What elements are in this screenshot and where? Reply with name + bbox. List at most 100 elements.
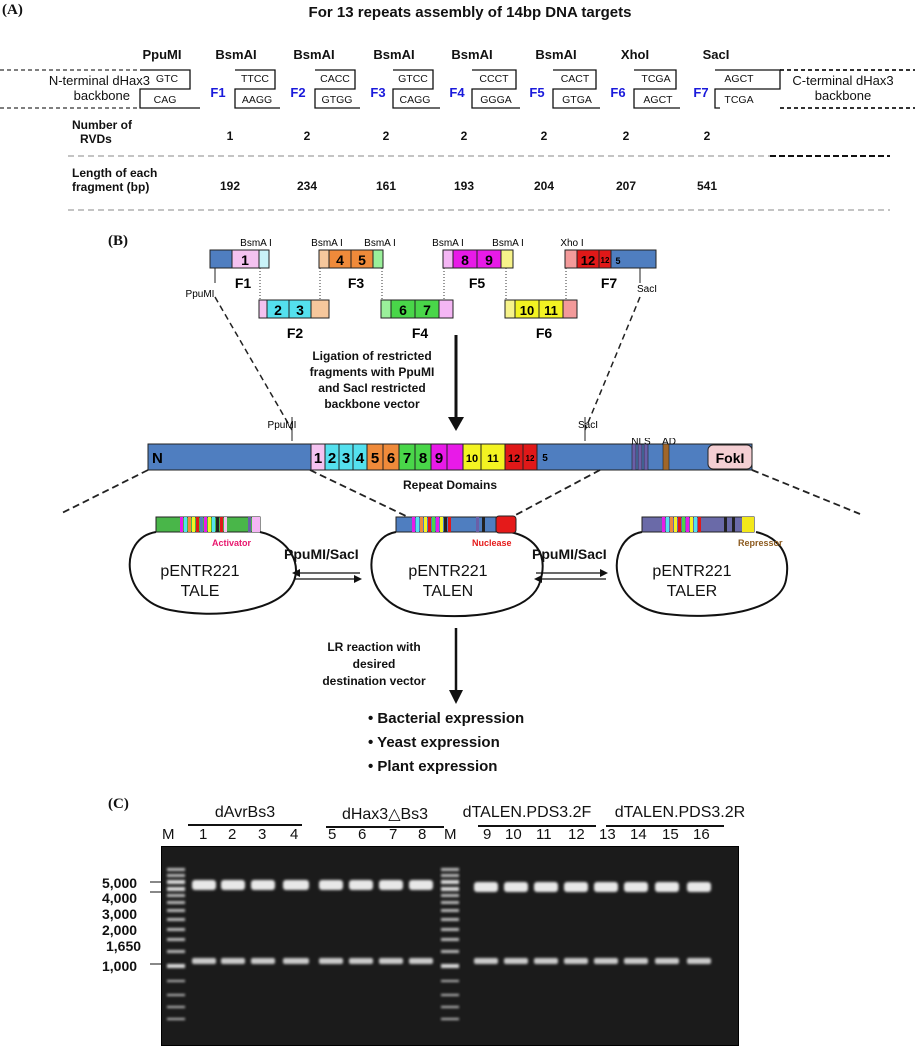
overhang-bottom-2: AAGG [241,94,273,106]
v-repeat-12a: 12 [508,453,520,465]
b-frag-f2: F2 [287,325,304,338]
group-pds32r-text: dTALEN.PDS3.2R [614,804,746,821]
overhang-top-6: CACT [560,73,590,85]
overhang-bottom-3: GTGG [321,94,353,106]
repeat-3-label: 3 [296,302,304,318]
plasmid-tale-line-2: TALE [180,583,220,600]
ad-label: AD [662,438,676,447]
ligation-line-3: and SacI restricted [318,381,426,395]
tag-nuclease: Nuclease [472,538,512,548]
overhang-top-3: CACC [320,73,350,85]
expression-list: • Bacterial expression • Yeast expressio… [368,707,524,779]
v-repeat-9: 9 [435,450,443,467]
b-bsmai-3: BsmA I [364,238,396,249]
lane-12: 12 [568,826,585,843]
panel-b-label: (B) [108,233,128,249]
bullet-bacterial-text: Bacterial expression [377,710,525,727]
ligation-text: Ligation of restricted fragments with Pp… [292,348,452,412]
n-terminal-line-1: N-terminal dHax3 [48,73,150,88]
rvd-value-5: 2 [540,129,548,143]
b-frag-f3: F3 [348,275,365,291]
overhang-top-5: CCCT [479,73,509,85]
site-bsmai-4: BsmAI [451,47,493,62]
plasmids [128,515,789,618]
lane-5: 5 [328,826,337,843]
b-frag-f7: F7 [601,275,618,291]
plasmid-tale-name: pENTR221 TALE [140,562,260,602]
b-frag-f1: F1 [235,275,252,291]
plasmid-taler-line-2: TALER [666,583,718,600]
rvd-value-2: 2 [303,129,311,143]
size-ticks [150,881,161,965]
length-value-3: 161 [375,179,397,193]
repeat-7-label: 7 [423,302,431,318]
bullet-bacterial: • Bacterial expression [368,710,525,727]
rvd-value-1: 1 [226,129,234,143]
group-pds32f-text: dTALEN.PDS3.2F [462,804,592,821]
swap-label-left: PpuMI/SacI [284,546,359,562]
size-1000: 1,000 [102,958,138,974]
b-ppumi-2: PpuMI [268,420,297,431]
lr-arrow [449,628,463,704]
lane-15: 15 [662,826,679,843]
overhang-top-4: GTCC [398,73,428,85]
b-bsmai-1: BsmA I [240,238,272,249]
overhang-bottom-6: GTGA [562,94,592,106]
c-terminal-label: C-terminal dHax3 backbone [772,73,914,103]
b-saci-2: SacI [578,420,598,431]
v-repeat-8: 8 [419,450,427,467]
plasmid-taler-line-1: pENTR221 [652,563,732,580]
plasmid-tale-line-1: pENTR221 [160,563,240,580]
repeat-11-label: 11 [544,303,558,318]
b-frag-f5: F5 [469,275,486,291]
repeat-5-label: 5 [358,252,366,268]
panel-b-connectors: PpuMI SacI [214,296,641,441]
overhang-top-2: TTCC [241,73,269,85]
ligation-line-1: Ligation of restricted [312,349,432,363]
lane-9: 9 [483,826,492,843]
fragment-f5: F5 [529,85,545,100]
lr-line-3: destination vector [322,674,426,688]
c-terminal-line-1: C-terminal dHax3 [792,73,894,88]
v-repeat-7: 7 [403,450,411,467]
fragment-f3: F3 [370,85,386,100]
repeat-1-label: 1 [241,252,249,268]
swap-label-right: PpuMI/SacI [532,546,607,562]
repeat-8-label: 8 [461,252,469,268]
panel-b-fragments: 1 2 3 4 5 6 7 8 9 10 11 12 12 5 BsmA I B… [186,238,657,338]
sample-bands [192,880,711,964]
site-ppumi: PpuMI [142,47,182,62]
row-length-label-2: fragment (bp) [72,180,150,194]
size-4000: 4,000 [102,890,138,906]
row-rvds-label: Number of RVDs [72,118,182,146]
b-frag-f6: F6 [536,325,553,338]
lane-6: 6 [358,826,367,843]
fragment-f2: F2 [290,85,306,100]
size-2000: 2,000 [102,922,138,938]
ligation-line-2: fragments with PpuMI [309,365,435,379]
taler-stripes [662,517,754,532]
site-bsmai-3: BsmAI [373,47,415,62]
length-value-2: 234 [296,179,318,193]
lane-3: 3 [258,826,267,843]
marker-left [167,868,185,1020]
overhang-bottom-5: GGGA [480,94,512,106]
full-vector: 1 2 3 4 5 6 7 8 9 10 11 12 12 5 N NLS AD… [59,438,861,519]
overhang-top-8: AGCT [724,73,754,85]
b-ppumi-1: PpuMI [186,289,215,300]
lr-line-1: LR reaction with [327,640,421,654]
repeat-10-label: 10 [520,303,534,318]
lane-numbers: M 1 2 3 4 5 6 7 8 M 9 10 11 12 13 14 15 … [162,826,762,846]
lane-m-left: M [162,826,175,843]
group-pds32r-line [606,825,724,827]
rvd-value-7: 2 [703,129,711,143]
size-1650: 1,650 [106,938,142,954]
group-dhax3bs3-text: dHax3△Bs3 [341,806,429,823]
v-repeat-12b: 12 [526,454,535,463]
fragment-f4: F4 [449,85,465,100]
panel-a-label: (A) [2,2,23,18]
lane-8: 8 [418,826,427,843]
length-value-4: 193 [453,179,475,193]
b-frag-f4: F4 [412,325,429,338]
v-repeat-1: 1 [314,450,322,467]
